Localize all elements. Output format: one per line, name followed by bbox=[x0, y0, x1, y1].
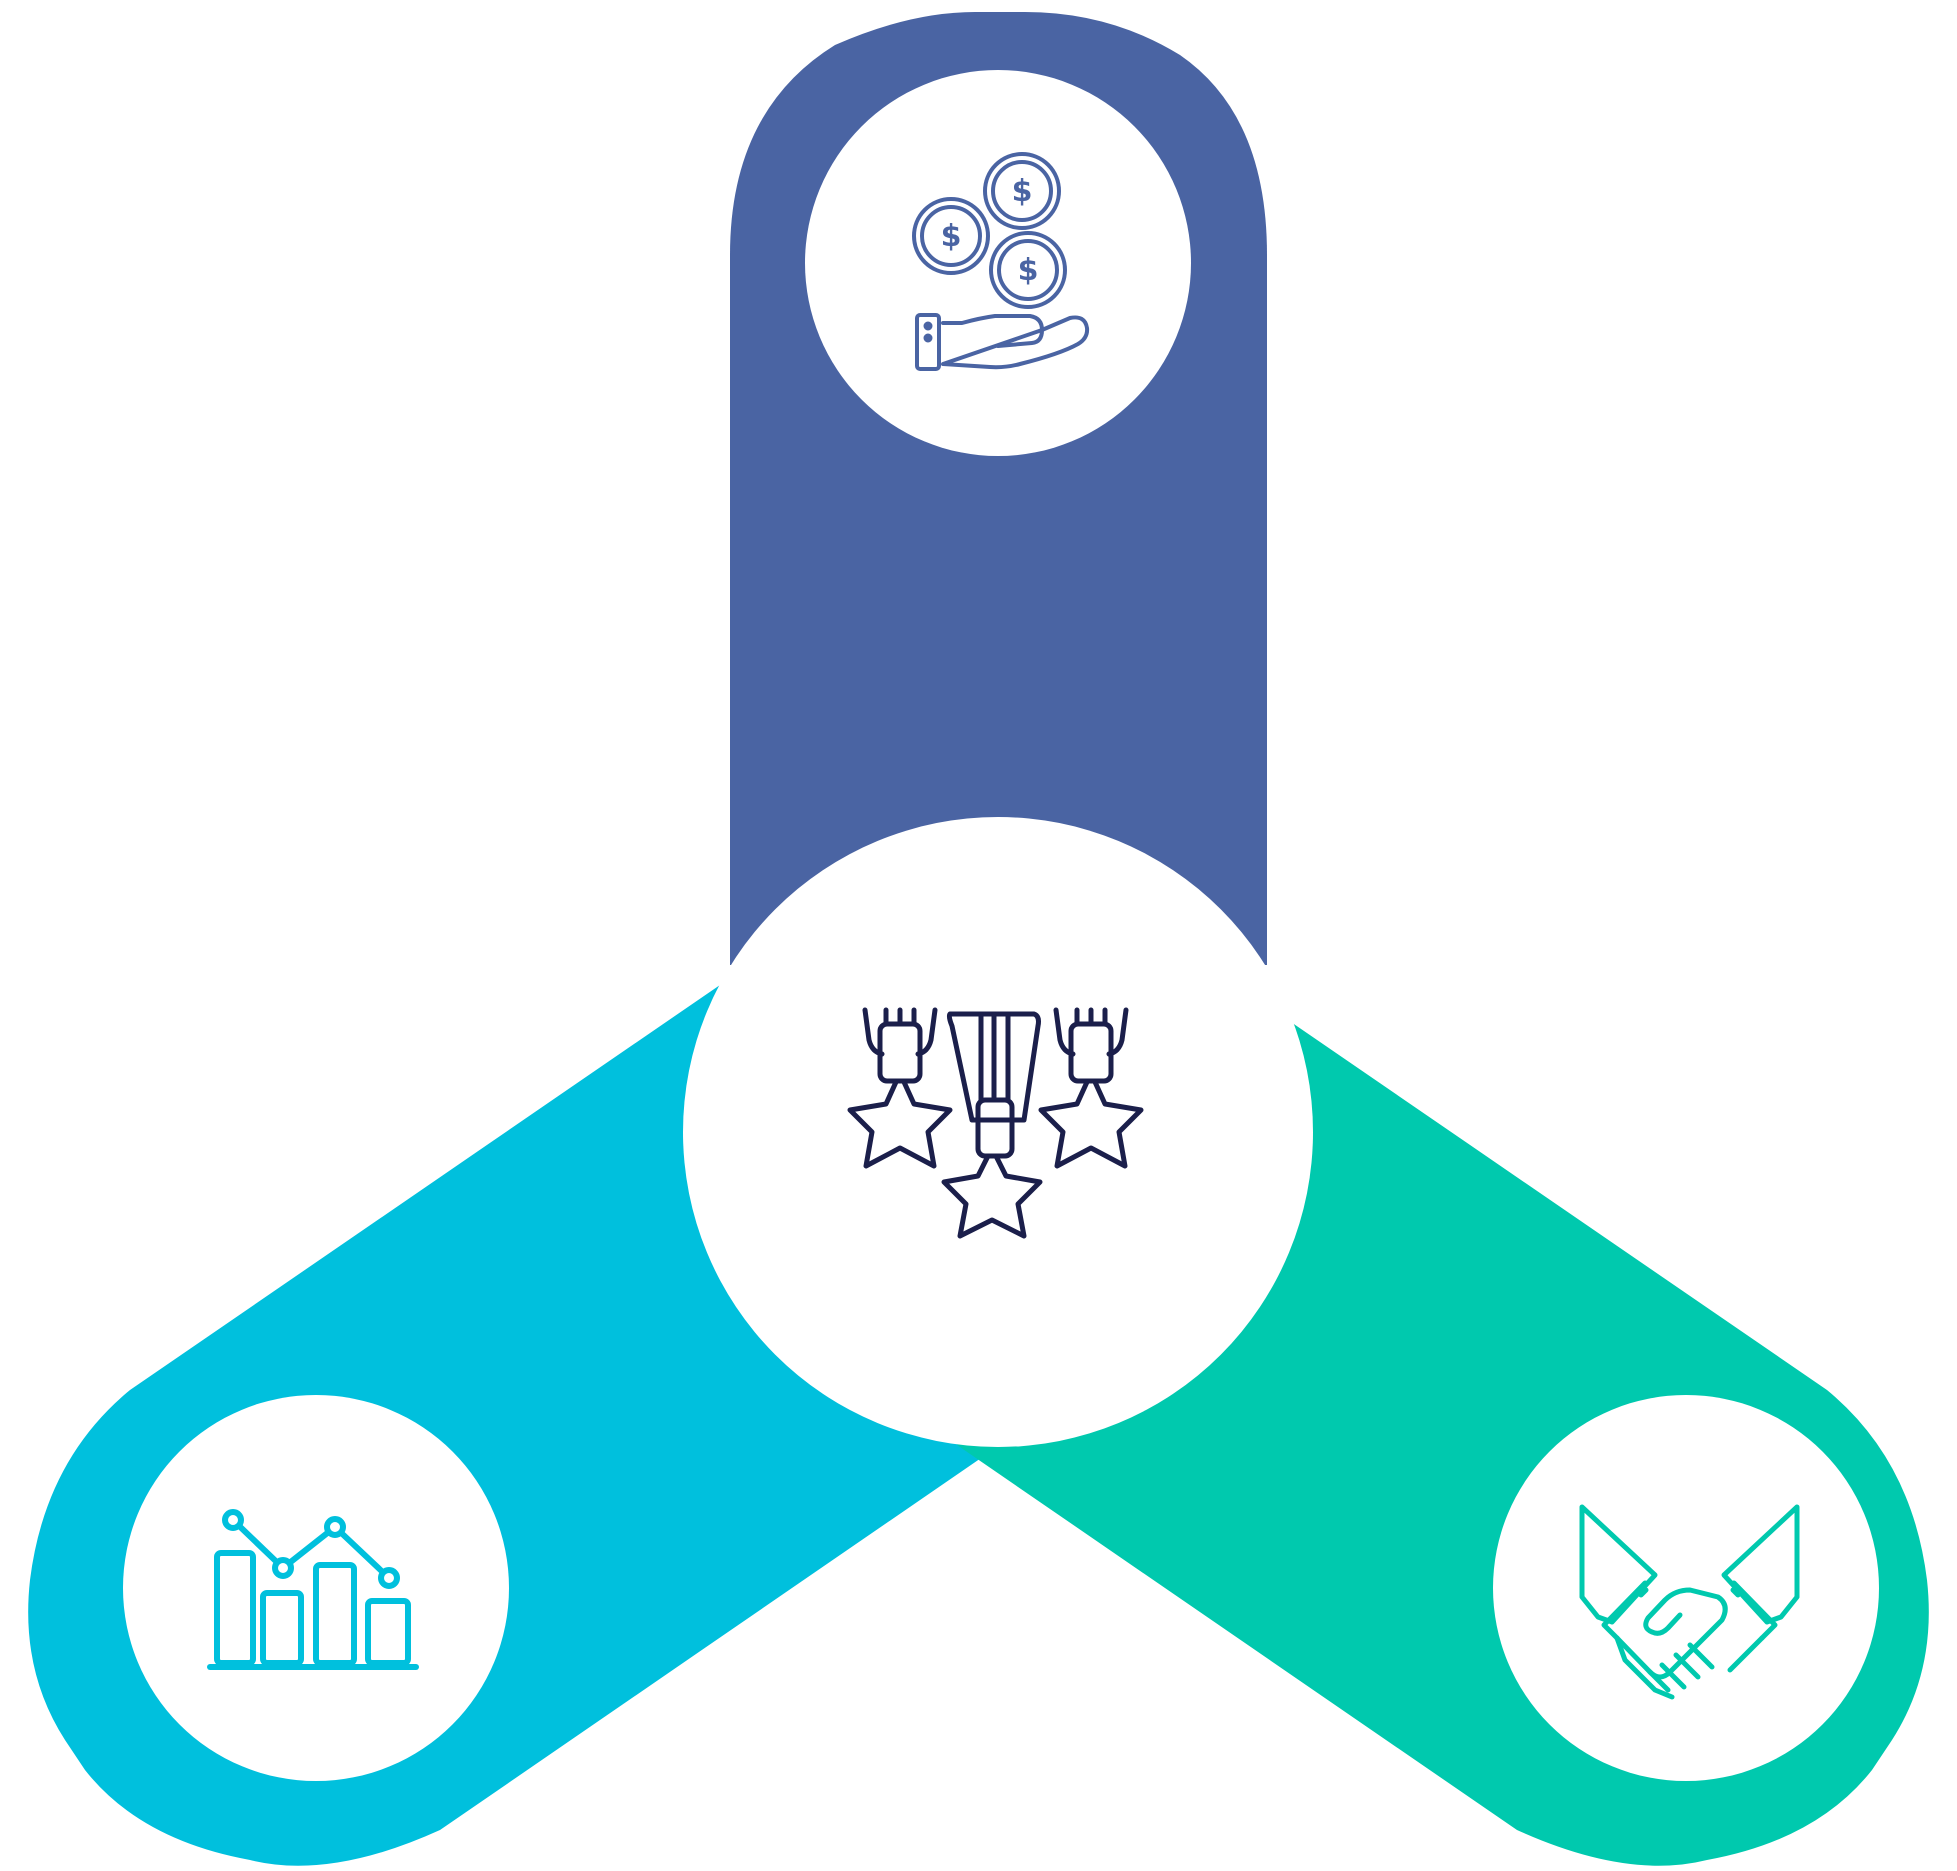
arm-top: $ $ $ bbox=[730, 12, 1267, 965]
dollar-glyph-1: $ bbox=[1012, 174, 1033, 209]
dollar-glyph-3: $ bbox=[1018, 253, 1039, 288]
medals-icon bbox=[847, 1007, 1144, 1239]
bar-line-chart-icon bbox=[207, 1509, 419, 1670]
center-circle bbox=[683, 817, 1313, 1447]
handshake-icon bbox=[1579, 1504, 1800, 1700]
dollar-glyph-2: $ bbox=[941, 219, 962, 254]
center-hub bbox=[683, 817, 1313, 1447]
coins-in-hand-icon: $ $ $ bbox=[912, 152, 1090, 371]
